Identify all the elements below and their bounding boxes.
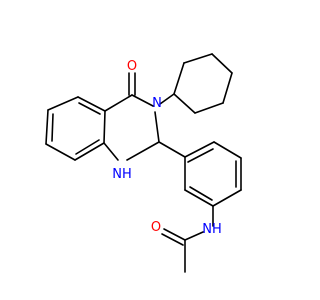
bond-n3-c2 (154, 111, 160, 143)
atom-n3: N (152, 96, 162, 111)
atom-o-amide: O (151, 220, 161, 235)
bond-cy-6 (173, 93, 196, 114)
atom-n-amide: NH (202, 222, 222, 237)
bond-camide-o-double (161, 233, 184, 246)
bond-benzo-2-inner (51, 113, 54, 142)
bond-n-camide (184, 231, 204, 241)
atom-o-amide-symbol: O (151, 220, 161, 235)
bond-c2-n1 (126, 141, 160, 161)
bond-c4-n3 (131, 94, 154, 107)
bond-benzo-5 (103, 110, 106, 144)
bond-camide-o (163, 228, 186, 241)
bond-n3-cy1 (159, 93, 175, 105)
bond-benzo-3 (45, 143, 76, 161)
atom-n-amide-symbol: NH (202, 222, 222, 237)
bond-benzo-4-inner (75, 139, 100, 155)
bond-benzo-6 (77, 96, 106, 112)
bond-benzo-2 (45, 109, 49, 145)
bond-benzo-6-inner (78, 102, 101, 115)
bond-cy-2 (183, 53, 213, 64)
molecule-structure-diagram: O N NH NH O (45, 53, 242, 273)
bonds (45, 53, 242, 273)
bond-ph-2 (213, 141, 242, 159)
bond-ph-1-inner (187, 148, 214, 163)
atom-labels: O N NH NH O (112, 59, 222, 237)
atom-o-carbonyl-symbol: O (127, 59, 137, 74)
atom-o-carbonyl: O (127, 59, 137, 74)
bond-ph-1 (184, 141, 215, 158)
bond-cy-3 (211, 53, 233, 74)
bond-c2-ph (158, 141, 186, 158)
atom-n1: NH (112, 167, 132, 182)
bond-ph-5 (184, 189, 214, 207)
atom-n3-symbol: N (152, 96, 162, 111)
bond-n1-c8a (103, 142, 119, 161)
bond-benzo-4 (74, 142, 105, 161)
bond-cy-1 (173, 62, 185, 95)
bond-ph-4 (212, 189, 242, 207)
bond-cy-5 (194, 102, 224, 114)
bond-cy-4 (222, 72, 233, 104)
bond-benzo-1 (47, 96, 79, 111)
bond-ph-5-inner (189, 186, 213, 201)
atom-n1-symbol: NH (112, 167, 132, 182)
bond-c4a-c4 (104, 94, 133, 112)
